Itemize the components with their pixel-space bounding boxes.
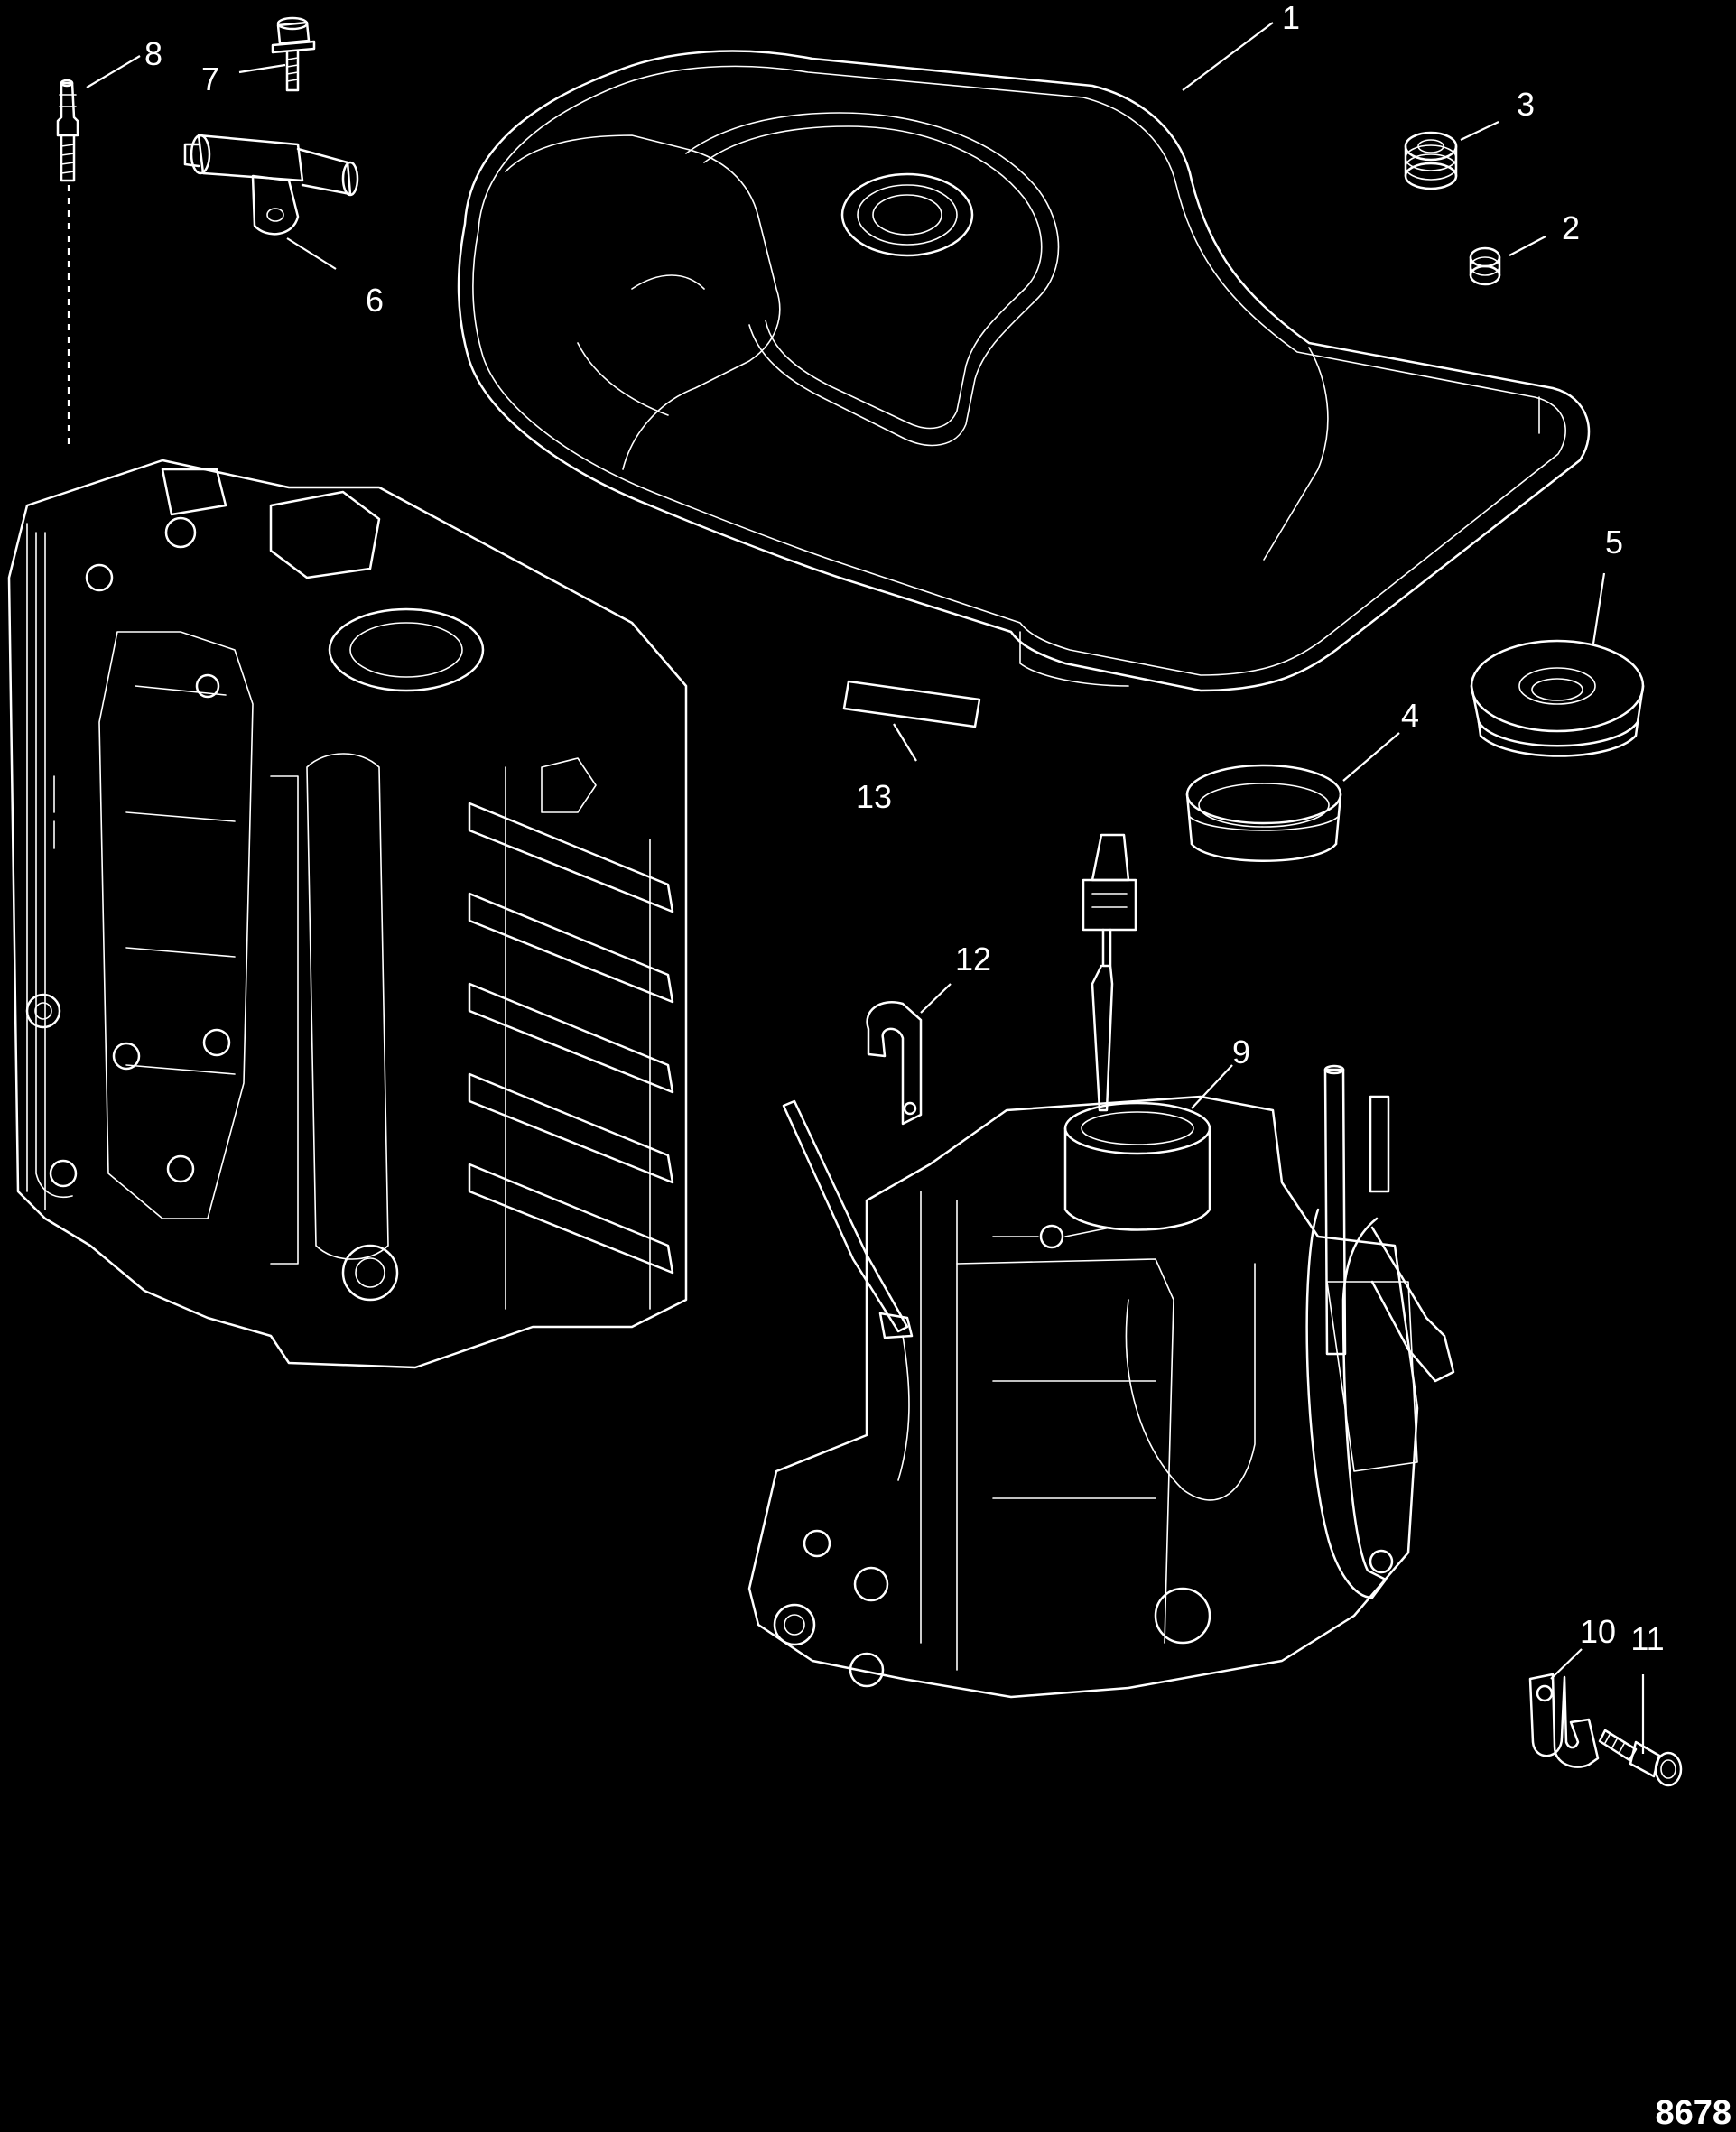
seal-ring: [1185, 764, 1342, 862]
clamp: [1528, 1673, 1600, 1768]
hose-clamp: [866, 1001, 923, 1126]
leader-6: [286, 237, 337, 270]
leader-9: [1191, 1064, 1233, 1109]
bolt: [1598, 1729, 1683, 1787]
callout-label-1: 1: [1282, 0, 1300, 36]
leader-2: [1509, 236, 1546, 256]
leader-4: [1342, 732, 1400, 782]
callout-label-5: 5: [1605, 524, 1623, 561]
leader-10: [1550, 1648, 1583, 1680]
figure-number: 8678: [1655, 2094, 1731, 2132]
leader-12: [920, 983, 952, 1014]
callout-label-11: 11: [1630, 1620, 1664, 1657]
screw: [271, 16, 316, 92]
cylinder-block: [7, 459, 688, 1369]
leader-8: [86, 55, 141, 88]
plenum-cover: [457, 50, 1591, 692]
callout-label-8: 8: [144, 35, 162, 72]
callout-label-12: 12: [955, 941, 991, 978]
fitting-assembly: [183, 134, 359, 236]
hose-fitting: [56, 79, 79, 182]
callout-label-9: 9: [1232, 1034, 1250, 1071]
callout-label-7: 7: [201, 60, 219, 97]
callout-labels: 1 2 3 4 5 6 7 8 9 10 11 12 13: [144, 0, 1665, 1657]
decal: [842, 680, 981, 728]
intake-manifold-assembly: [747, 833, 1455, 1699]
leader-5: [1592, 572, 1606, 644]
callout-label-3: 3: [1517, 86, 1535, 123]
callout-label-10: 10: [1580, 1613, 1616, 1650]
grommet: [1404, 131, 1458, 190]
callout-label-2: 2: [1562, 209, 1580, 246]
large-grommet: [1470, 639, 1645, 757]
leader-lines: [86, 22, 1645, 1754]
leader-13: [893, 723, 917, 762]
leader-1: [1182, 22, 1274, 91]
callout-label-13: 13: [856, 778, 892, 815]
leader-3: [1460, 121, 1499, 141]
small-grommet: [1469, 246, 1501, 286]
callout-label-6: 6: [366, 282, 384, 319]
callout-label-4: 4: [1401, 697, 1419, 734]
leader-7: [238, 63, 286, 74]
